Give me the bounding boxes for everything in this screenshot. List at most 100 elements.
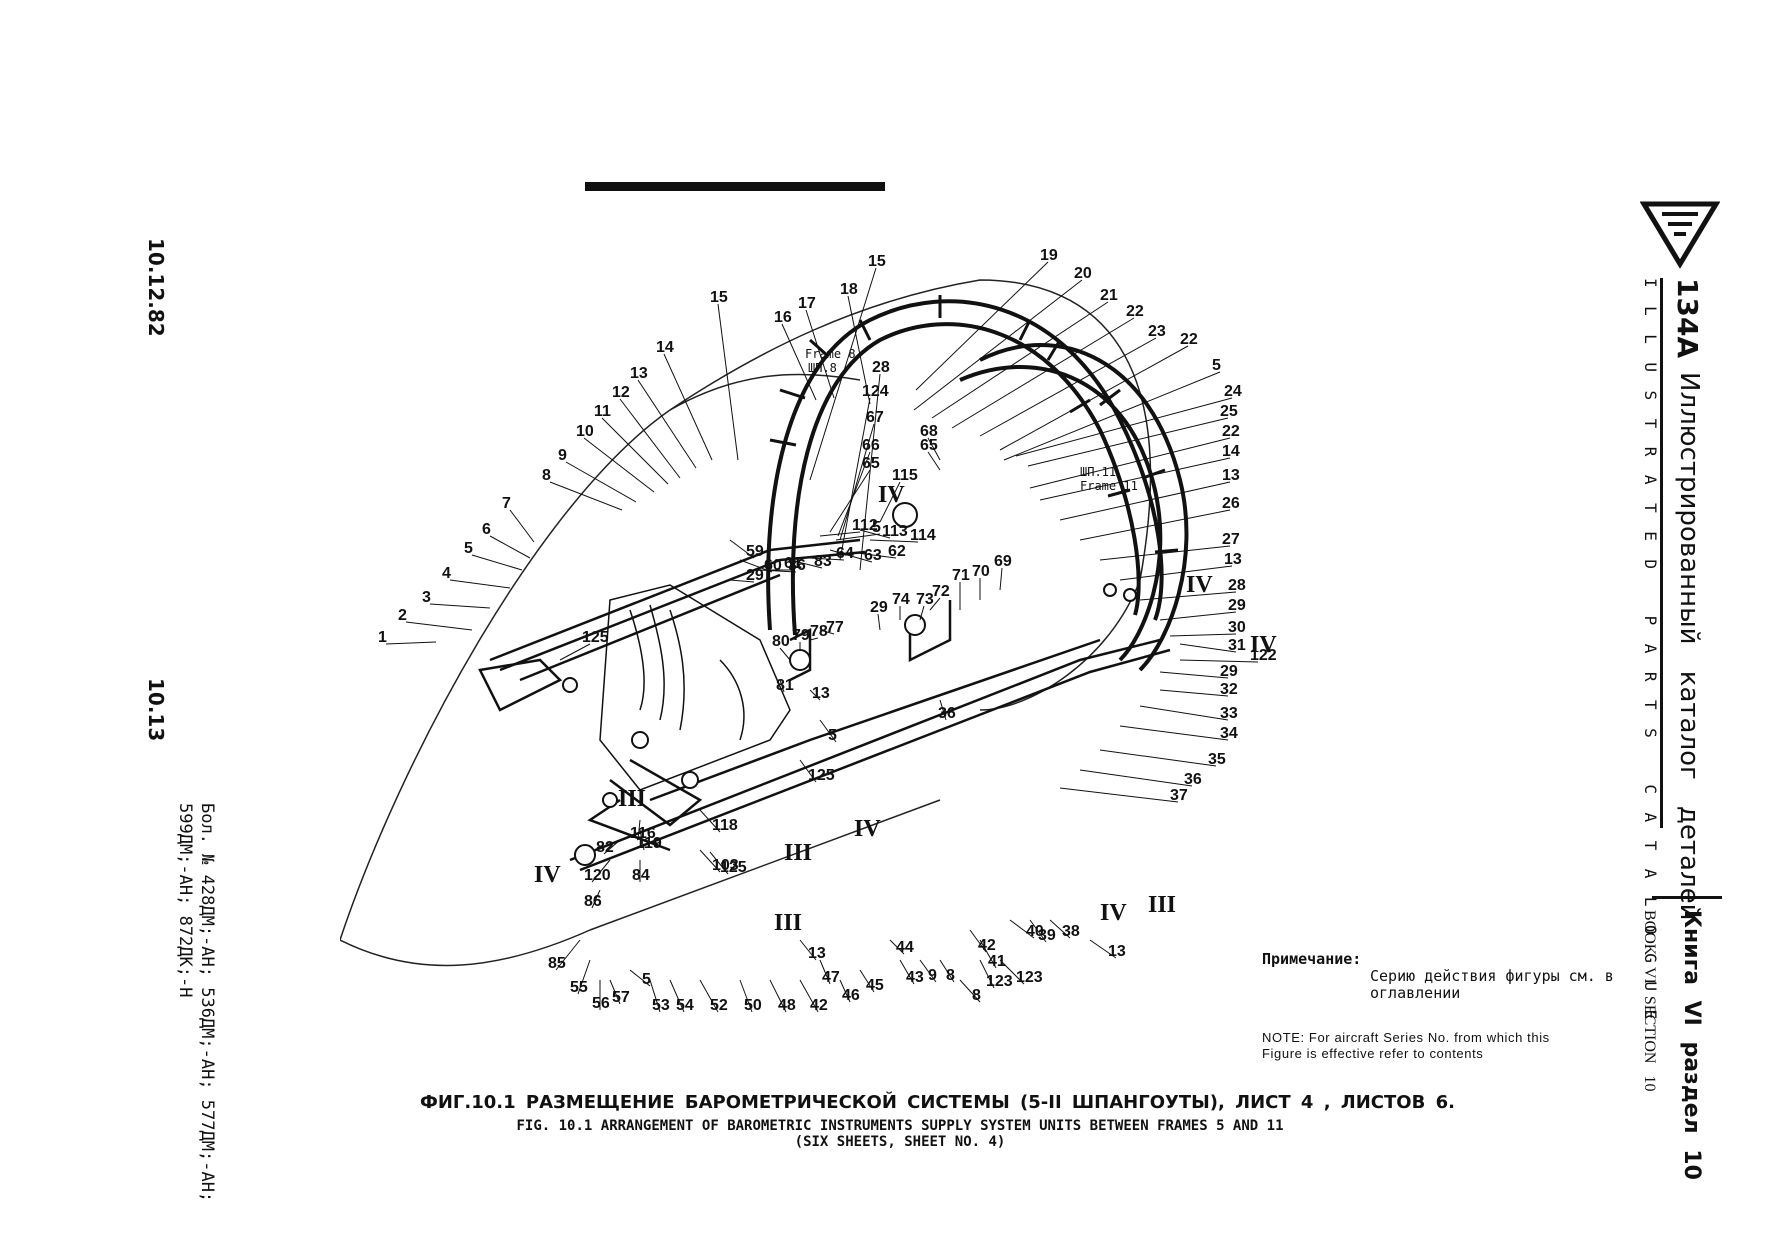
leader-line-11 (601, 417, 669, 485)
top-rule (585, 182, 885, 191)
callout-75: 36 (938, 705, 956, 722)
leader-line-94 (577, 959, 591, 995)
leader-line-32 (1079, 509, 1231, 541)
callout-91: 84 (632, 867, 650, 884)
leader-line-71 (919, 605, 925, 621)
leader-line-27 (1015, 397, 1233, 457)
leader-line-93 (555, 939, 581, 971)
callout-88: 118 (712, 817, 738, 834)
callout-54: 114 (910, 527, 936, 544)
leader-line-43 (1119, 725, 1229, 741)
leader-line-114 (979, 939, 997, 969)
leader-line-112 (959, 979, 981, 1003)
callout-10: 10 (576, 423, 594, 440)
callout-60: 61 (784, 555, 802, 572)
leader-line-35 (1139, 591, 1237, 601)
leader-line-16 (809, 267, 877, 481)
callout-leaders (385, 261, 1259, 1013)
callout-44: 35 (1208, 751, 1226, 768)
callout-65: 36 (788, 557, 806, 574)
callout-63: 59 (746, 543, 764, 560)
callout-111: 8 (946, 967, 955, 984)
section-marker-7: III (774, 910, 802, 936)
leader-line-4 (449, 579, 511, 589)
section-marker-6: III (618, 786, 646, 812)
callout-5: 5 (464, 540, 473, 557)
leader-line-85 (603, 839, 621, 855)
section-marker-10: IV (878, 482, 905, 508)
callout-3: 3 (422, 589, 431, 606)
callout-73: 74 (892, 591, 910, 608)
callout-37: 30 (1228, 619, 1246, 636)
callout-49: 67 (866, 409, 884, 426)
section-marker-8: III (784, 840, 812, 866)
leader-line-36 (1159, 611, 1237, 621)
leader-line-56 (835, 533, 881, 541)
page-date: 10.12.82 (144, 238, 168, 337)
callout-108: 44 (896, 939, 914, 956)
leader-line-18 (805, 309, 835, 399)
leader-line-2 (405, 621, 473, 631)
leader-line-81 (809, 689, 821, 701)
leader-line-13 (637, 379, 697, 469)
page-number: 10.13 (144, 678, 168, 742)
leader-line-38 (1179, 643, 1237, 653)
callout-12: 12 (612, 384, 630, 401)
callout-42: 33 (1220, 705, 1238, 722)
callout-22: 21 (1100, 287, 1118, 304)
leader-line-47 (859, 373, 881, 571)
leader-line-14 (663, 353, 713, 461)
callout-80: 81 (776, 677, 794, 694)
leader-line-28 (1027, 417, 1229, 467)
leader-line-17 (781, 323, 817, 401)
leader-line-111 (939, 959, 955, 983)
leader-line-83 (559, 643, 591, 661)
callout-32: 26 (1222, 495, 1240, 512)
note-text-en: NOTE: For aircraft Series No. from which… (1262, 1030, 1550, 1061)
callout-16: 15 (868, 253, 886, 270)
leader-line-113 (969, 929, 987, 953)
callout-101: 50 (744, 997, 762, 1014)
callout-84: 125 (808, 767, 835, 784)
frame-11 (959, 343, 1189, 672)
book-section-ru: Книга VI раздел 10 (1679, 910, 1704, 1180)
callout-89: 120 (584, 867, 611, 884)
callout-97: 5 (642, 971, 651, 988)
callout-26: 5 (1212, 357, 1221, 374)
callout-2: 2 (398, 607, 407, 624)
leader-line-63 (729, 539, 755, 559)
leader-line-80 (779, 679, 785, 693)
note-heading: Примечание: (1262, 950, 1362, 968)
leader-line-6 (489, 535, 531, 559)
leader-line-9 (565, 461, 637, 503)
leader-line-87 (699, 849, 721, 873)
leader-line-40 (1159, 671, 1229, 679)
callout-41: 32 (1220, 681, 1238, 698)
callout-46: 37 (1170, 787, 1188, 804)
aircraft-series-list: Бол. № 428ДМ;-АН; 536ДМ;-АН; 577ДМ;-АН; … (174, 803, 218, 1202)
callout-18: 17 (798, 295, 816, 312)
section-marker-5: IV (534, 862, 561, 888)
callout-98: 53 (652, 997, 670, 1014)
leader-line-7 (509, 509, 535, 543)
callout-45: 36 (1184, 771, 1202, 788)
callout-109: 43 (906, 969, 924, 986)
callout-72: 72 (932, 583, 950, 600)
callout-14: 14 (656, 339, 674, 356)
note-text-ru: Серию действия фигуры см. в оглавлении (1370, 967, 1614, 1002)
callout-51: 65 (862, 455, 880, 472)
callout-103: 42 (810, 997, 828, 1014)
section-marker-3: IV (1250, 632, 1277, 658)
figure-title-en-line1: FIG. 10.1 ARRANGEMENT OF BAROMETRIC INST… (516, 1118, 1284, 1134)
leader-line-120 (1089, 939, 1117, 959)
leader-line-115 (979, 959, 995, 989)
section-marker-1: IV (1186, 572, 1213, 598)
leader-line-84 (799, 759, 817, 783)
callout-20: 19 (1040, 247, 1058, 264)
leader-line-102 (769, 979, 787, 1013)
callout-118: 39 (1038, 927, 1056, 944)
callout-83: 125 (582, 629, 609, 646)
leader-line-109 (899, 959, 915, 985)
leader-line-99 (669, 979, 685, 1013)
leader-line-74 (877, 613, 881, 631)
